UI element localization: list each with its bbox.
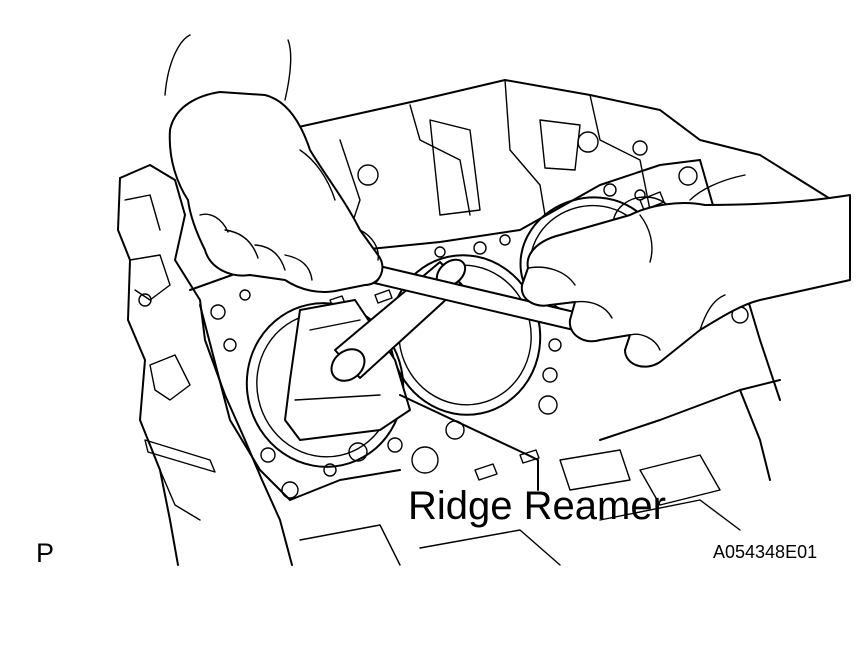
view-mark: P [36, 538, 55, 568]
right-hand [520, 174, 851, 368]
ridge-reamer-tool [284, 258, 601, 441]
callout-leader-line [399, 394, 539, 491]
callout-label-ridge-reamer: Ridge Reamer [408, 484, 666, 528]
left-hand [164, 34, 384, 293]
figure-id: A054348E01 [713, 542, 818, 562]
